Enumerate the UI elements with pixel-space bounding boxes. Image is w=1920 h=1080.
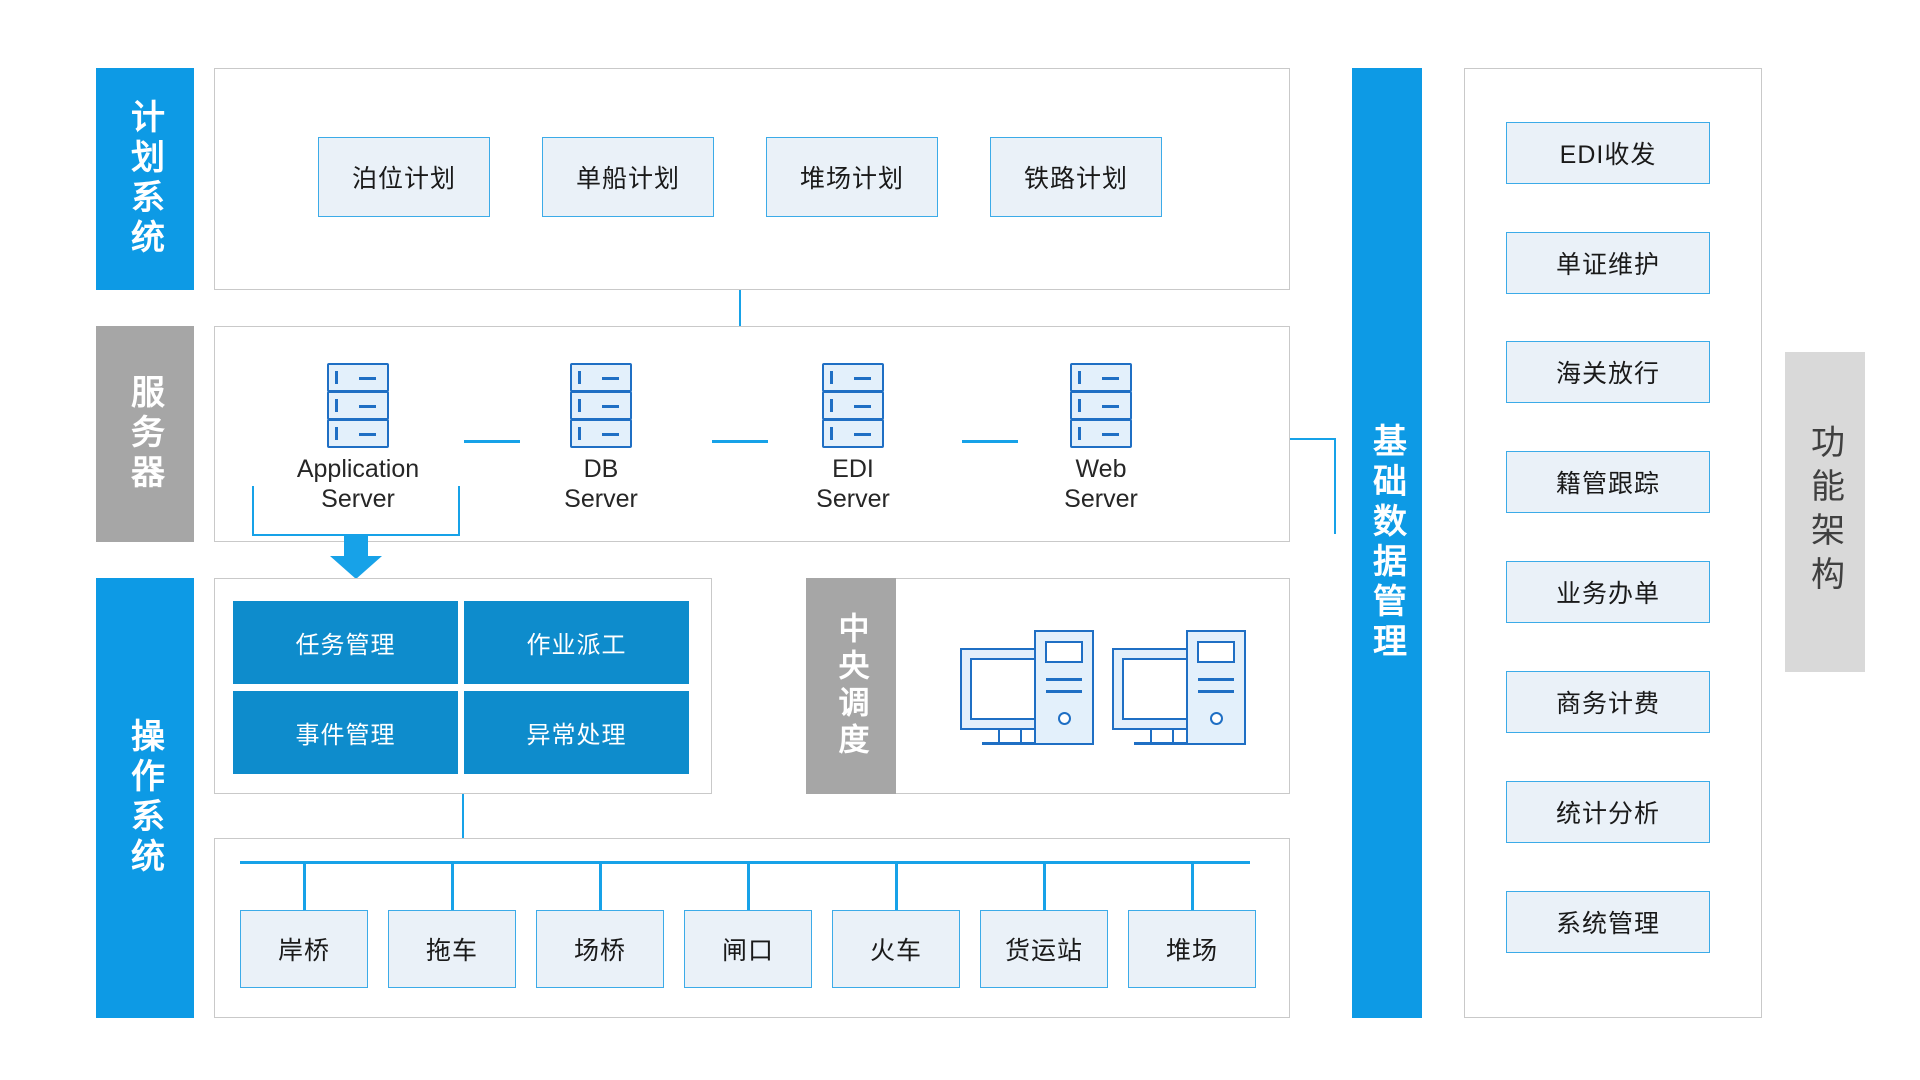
- server-label-db: DB Server: [564, 455, 638, 513]
- equipment-item-train[interactable]: 火车: [832, 910, 960, 988]
- server-layer-bar: 服务器: [96, 326, 194, 542]
- central-dispatch-bar: 中央调度: [806, 578, 896, 794]
- connector-servers-to-data-h: [1290, 438, 1336, 440]
- equipment-drop-4: [747, 861, 750, 911]
- operations-module-event[interactable]: 事件管理: [233, 691, 458, 774]
- server-link-3: [962, 440, 1018, 443]
- server-rack-icon: [1070, 363, 1132, 449]
- planning-item-yard[interactable]: 堆场计划: [766, 137, 938, 217]
- function-item-tracking[interactable]: 籍管跟踪: [1506, 451, 1710, 513]
- server-rack-icon: [327, 363, 389, 449]
- desktop-computer-icon: [960, 630, 1100, 745]
- app-bracket-bottom: [252, 534, 460, 536]
- planning-system-bar: 计划系统: [96, 68, 194, 290]
- function-item-customs[interactable]: 海关放行: [1506, 341, 1710, 403]
- desktop-computer-icon: [1112, 630, 1252, 745]
- equipment-drop-6: [1043, 861, 1046, 911]
- equipment-drop-2: [451, 861, 454, 911]
- server-link-1: [464, 440, 520, 443]
- equipment-drop-7: [1191, 861, 1194, 911]
- server-label-edi: EDI Server: [816, 455, 890, 513]
- server-rack-icon: [570, 363, 632, 449]
- function-item-document[interactable]: 单证维护: [1506, 232, 1710, 294]
- data-management-bar: 基础数据管理: [1352, 68, 1422, 1018]
- equipment-item-yard[interactable]: 堆场: [1128, 910, 1256, 988]
- connector-servers-to-data-v: [1334, 438, 1336, 534]
- equipment-item-trailer[interactable]: 拖车: [388, 910, 516, 988]
- operation-system-bar: 操作系统: [96, 578, 194, 1018]
- planning-item-vessel[interactable]: 单船计划: [542, 137, 714, 217]
- operations-module-task[interactable]: 任务管理: [233, 601, 458, 684]
- app-bracket-right: [458, 486, 460, 535]
- operations-module-dispatch-work[interactable]: 作业派工: [464, 601, 689, 684]
- equipment-item-gate[interactable]: 闸口: [684, 910, 812, 988]
- equipment-drop-1: [303, 861, 306, 911]
- equipment-bus-line: [240, 861, 1250, 864]
- server-rack-icon: [822, 363, 884, 449]
- connector-modules-drop: [462, 794, 464, 846]
- function-item-edi[interactable]: EDI收发: [1506, 122, 1710, 184]
- app-bracket-left: [252, 486, 254, 535]
- function-architecture-title: 功能架构: [1785, 352, 1865, 672]
- planning-item-berth[interactable]: 泊位计划: [318, 137, 490, 217]
- function-item-system-admin[interactable]: 系统管理: [1506, 891, 1710, 953]
- server-label-application: Application Server: [296, 455, 420, 513]
- operations-module-exception[interactable]: 异常处理: [464, 691, 689, 774]
- function-item-business-order[interactable]: 业务办单: [1506, 561, 1710, 623]
- function-item-statistics[interactable]: 统计分析: [1506, 781, 1710, 843]
- connector-planning-to-servers: [739, 290, 741, 326]
- planning-item-rail[interactable]: 铁路计划: [990, 137, 1162, 217]
- function-item-billing[interactable]: 商务计费: [1506, 671, 1710, 733]
- server-label-web: Web Server: [1064, 455, 1138, 513]
- equipment-drop-5: [895, 861, 898, 911]
- equipment-item-yard-crane[interactable]: 场桥: [536, 910, 664, 988]
- server-link-2: [712, 440, 768, 443]
- equipment-item-quay-crane[interactable]: 岸桥: [240, 910, 368, 988]
- equipment-drop-3: [599, 861, 602, 911]
- function-list-panel: [1464, 68, 1762, 1018]
- equipment-item-freight-station[interactable]: 货运站: [980, 910, 1108, 988]
